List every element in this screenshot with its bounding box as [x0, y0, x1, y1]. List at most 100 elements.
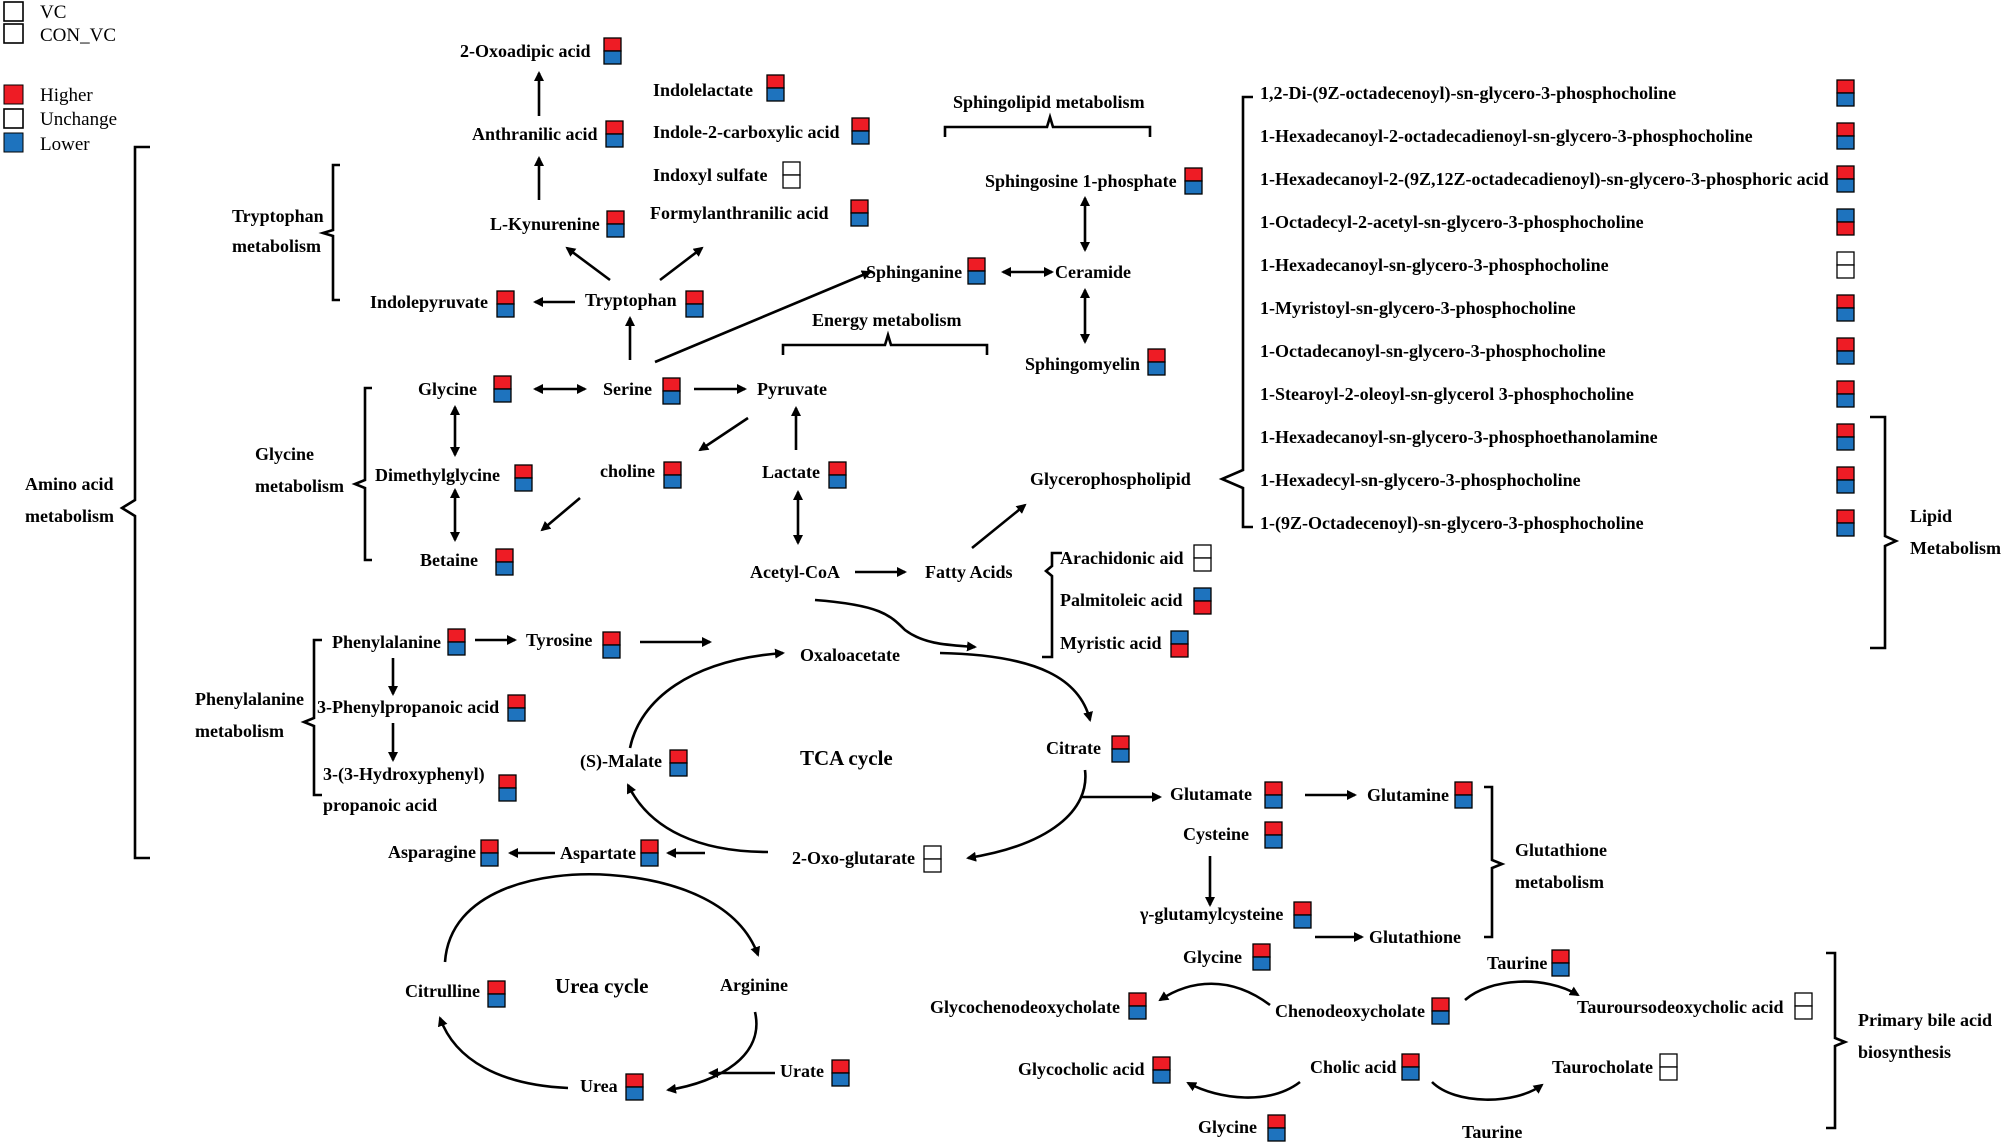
- status-box-lipid-4: [1836, 208, 1855, 236]
- phenylalanine-label-1: Phenylalanine: [195, 689, 304, 709]
- status-box-sphingomyelin: [1147, 348, 1166, 376]
- status-box-kynurenine-con-vc-cell: [606, 223, 625, 238]
- metabolite-glycerophospholipid: Glycerophospholipid: [1030, 469, 1191, 489]
- phenylalanine-bracket: [300, 638, 322, 797]
- status-box-lipid-4-con-vc-cell: [1836, 221, 1855, 236]
- status-box-betaine: [495, 548, 514, 576]
- metabolite-taurine1: Taurine: [1487, 953, 1547, 973]
- arrow-cholic-to-glycocholic: [1186, 1080, 1301, 1099]
- fatty-acids-bracket: [1042, 551, 1062, 659]
- status-box-lipid-7-vc-cell: [1836, 337, 1855, 352]
- status-box-formylanth: [850, 199, 869, 227]
- status-box-oxoadipic: [603, 37, 622, 65]
- status-box-lipid-1: [1836, 79, 1855, 107]
- status-box-tryptophan-vc-cell: [685, 290, 704, 305]
- status-box-anthranilic: [605, 120, 624, 148]
- status-box-gglutamylcys-con-vc-cell: [1293, 914, 1312, 929]
- status-box-cholic: [1401, 1053, 1420, 1081]
- amino-acid-label-2: metabolism: [25, 506, 114, 526]
- status-box-indole2carbox: [851, 117, 870, 145]
- status-box-myristic-vc-cell: [1170, 630, 1189, 645]
- status-box-indolepyruvate: [496, 290, 515, 318]
- metabolite-cysteine: Cysteine: [1183, 824, 1249, 844]
- lipid-item-10: 1-Hexadecyl-sn-glycero-3-phosphocholine: [1260, 470, 1581, 490]
- status-box-tyrosine-vc-cell: [602, 631, 621, 646]
- status-box-indole2carbox-vc-cell: [851, 117, 870, 132]
- status-box-cysteine-con-vc-cell: [1264, 834, 1283, 849]
- status-box-glycochenodeoxy: [1128, 992, 1147, 1020]
- status-box-glycine1: [493, 375, 512, 403]
- lipid-item-3: 1-Hexadecanoyl-2-(9Z,12Z-octadecadienoyl…: [1260, 169, 1829, 190]
- metabolite-glutathione: Glutathione: [1369, 927, 1461, 947]
- status-box-indolelactate-vc-cell: [766, 74, 785, 89]
- glycine-bracket: [351, 386, 372, 562]
- status-box-lactate-vc-cell: [828, 461, 847, 476]
- metabolite-glycocholic: Glycocholic acid: [1018, 1059, 1144, 1079]
- status-box-kynurenine-vc-cell: [606, 210, 625, 225]
- status-box-urea-vc-cell: [625, 1073, 644, 1088]
- status-box-cholic-con-vc-cell: [1401, 1066, 1420, 1081]
- metabolite-indoxyl: Indoxyl sulfate: [653, 165, 768, 185]
- status-box-glycine2: [1252, 943, 1271, 971]
- urea-urea-to-citrulline: [437, 1016, 569, 1090]
- status-box-phenylpropanoic-vc-cell: [507, 694, 526, 709]
- status-box-arachidonic-vc-cell: [1193, 544, 1212, 559]
- metabolite-myristic: Myristic acid: [1060, 633, 1161, 653]
- status-box-glycocholic-con-vc-cell: [1152, 1069, 1171, 1084]
- metabolite-ceramide: Ceramide: [1055, 262, 1131, 282]
- status-box-aspartate: [640, 839, 659, 867]
- lipid-item-9: 1-Hexadecanoyl-sn-glycero-3-phosphoethan…: [1260, 427, 1658, 447]
- metabolite-fattyacids: Fatty Acids: [925, 562, 1013, 582]
- metabolite-sphingomyelin: Sphingomyelin: [1025, 354, 1140, 374]
- status-box-citrulline-vc-cell: [487, 980, 506, 995]
- metabolite-dimethylglycine: Dimethylglycine: [375, 465, 500, 485]
- status-box-oxoglutarate-con-vc-cell: [923, 858, 942, 873]
- phenylalanine-label-2: metabolism: [195, 721, 284, 741]
- status-box-glycine1-vc-cell: [493, 375, 512, 390]
- status-box-indolepyruvate-con-vc-cell: [496, 303, 515, 318]
- arrow-cholic-to-taurocholate: [1431, 1081, 1544, 1101]
- legend-higher-label: Higher: [40, 85, 93, 106]
- status-box-urate: [831, 1059, 850, 1087]
- metabolite-gglutamylcys: γ-glutamylcysteine: [1139, 904, 1283, 924]
- brackets: [119, 95, 1900, 1130]
- status-box-taurocholate: [1659, 1053, 1678, 1081]
- lipid-item-1: 1,2-Di-(9Z-octadecenoyl)-sn-glycero-3-ph…: [1260, 83, 1676, 104]
- status-box-lipid-4-vc-cell: [1836, 208, 1855, 223]
- metabolite-labels: 2-Oxoadipic acid Anthranilic acid L-Kynu…: [317, 41, 1784, 1142]
- status-box-hydroxyphenyl-vc-cell: [498, 774, 517, 789]
- lipid-label-2: Metabolism: [1910, 538, 2001, 558]
- metabolite-glycochenodeoxy: Glycochenodeoxycholate: [930, 997, 1120, 1017]
- arrows: [388, 71, 1580, 1101]
- status-box-sphingomyelin-vc-cell: [1147, 348, 1166, 363]
- metabolite-formylanth: Formylanthranilic acid: [650, 203, 829, 223]
- status-box-lipid-2-vc-cell: [1836, 122, 1855, 137]
- metabolite-arginine: Arginine: [720, 975, 788, 995]
- metabolite-anthranilic: Anthranilic acid: [472, 124, 598, 144]
- glutathione-bracket: [1484, 785, 1506, 939]
- status-box-citrulline-con-vc-cell: [487, 993, 506, 1008]
- lipid-bracket: [1870, 415, 1900, 650]
- status-box-tauroursodeoxy-con-vc-cell: [1794, 1005, 1813, 1020]
- status-box-urate-vc-cell: [831, 1059, 850, 1074]
- metabolite-tryptophan: Tryptophan: [585, 290, 677, 310]
- status-box-glutamine-vc-cell: [1454, 781, 1473, 796]
- glycine-label-1: Glycine: [255, 444, 314, 464]
- legend: VC CON_VC Higher Unchange Lower: [3, 1, 117, 155]
- metabolite-phenylalanine: Phenylalanine: [332, 632, 441, 652]
- metabolite-urea: Urea: [580, 1076, 618, 1096]
- metabolite-pyruvate: Pyruvate: [757, 379, 827, 399]
- status-box-taurine1-vc-cell: [1551, 949, 1570, 964]
- status-box-tyrosine-con-vc-cell: [602, 644, 621, 659]
- status-box-lipid-8: [1836, 380, 1855, 408]
- status-box-lipid-10: [1836, 466, 1855, 494]
- glycerophospholipid-bracket: [1218, 95, 1253, 529]
- status-box-glycine3-con-vc-cell: [1267, 1127, 1286, 1142]
- metabolite-indolepyruvate: Indolepyruvate: [370, 292, 488, 312]
- arrow-chenodeoxy-to-glycochenodeoxy: [1158, 982, 1271, 1007]
- metabolite-hydroxyphenyl-1: 3-(3-Hydroxyphenyl): [323, 764, 485, 785]
- legend-con-vc-label: CON_VC: [40, 25, 116, 46]
- status-box-choline-con-vc-cell: [663, 474, 682, 489]
- metabolite-taurocholate: Taurocholate: [1552, 1057, 1653, 1077]
